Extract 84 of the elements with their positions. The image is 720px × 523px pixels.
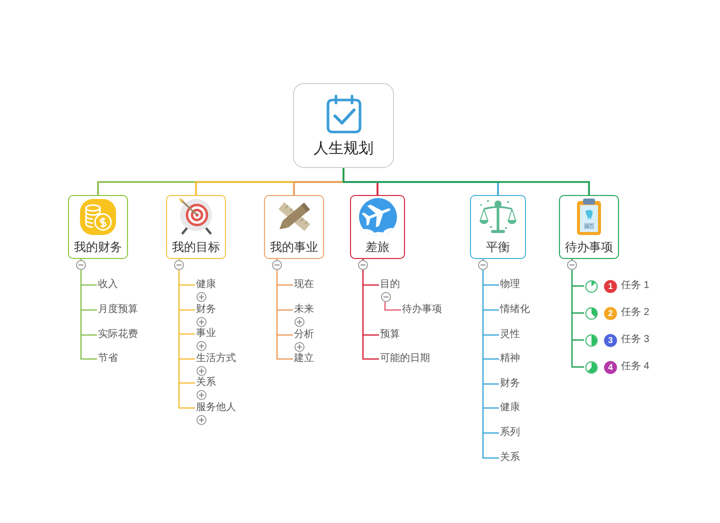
- subtopic-label: 健康: [500, 401, 520, 415]
- connector-line: [276, 358, 293, 360]
- connector-line: [178, 407, 195, 409]
- subtopic-label: 月度预算: [98, 303, 138, 317]
- subtopic-label: 实际花费: [98, 328, 138, 342]
- subtopic-label: 建立: [294, 352, 314, 366]
- connector-line: [482, 432, 499, 434]
- connector-line: [482, 334, 499, 336]
- subtopic-label: 待办事项: [402, 303, 442, 317]
- subtopic-label: 健康: [196, 278, 216, 292]
- connector-line: [571, 312, 584, 314]
- subtopic-label: 精神: [500, 352, 520, 366]
- connector-line: [276, 334, 293, 336]
- topic-box: [166, 195, 226, 259]
- connector-line: [482, 358, 499, 360]
- task-label: 任务 1: [621, 279, 650, 293]
- connector-line: [80, 358, 97, 360]
- subtopic-label: 分析: [294, 328, 314, 342]
- topic-title: 平衡: [486, 239, 510, 255]
- connector-line: [571, 339, 584, 341]
- connector-line: [178, 284, 195, 286]
- connector-line: [482, 284, 499, 286]
- connector-line: [80, 309, 97, 311]
- topic-box: [264, 195, 324, 259]
- connector-line: [482, 407, 499, 409]
- subtopic-label: 系列: [500, 426, 520, 440]
- subtopic-label: 灵性: [500, 328, 520, 342]
- central-topic-title: 人生规划: [314, 139, 374, 159]
- connector-line: [571, 259, 573, 367]
- topic-box: [470, 195, 526, 259]
- connector-line: [362, 284, 379, 286]
- connector-line: [178, 358, 195, 360]
- subtopic-label: 预算: [380, 328, 400, 342]
- subtopic-label: 事业: [196, 327, 216, 341]
- priority-badge: 4: [604, 360, 617, 374]
- subtopic-label: 财务: [196, 303, 216, 317]
- subtopic-label: 现在: [294, 278, 314, 292]
- task-label: 任务 3: [621, 333, 650, 347]
- topic-title: 我的目标: [172, 239, 220, 255]
- subtopic-label: 情绪化: [500, 303, 530, 317]
- task-label: 任务 2: [621, 306, 650, 320]
- connector-line: [482, 259, 484, 458]
- connector-line: [482, 383, 499, 385]
- connector-line: [178, 259, 180, 408]
- topic-title: 差旅: [366, 239, 390, 255]
- subtopic-label: 关系: [196, 376, 216, 390]
- task-label: 任务 4: [621, 360, 650, 374]
- subtopic-label: 节省: [98, 352, 118, 366]
- connector-line: [178, 382, 195, 384]
- topic-title: 我的事业: [270, 239, 318, 255]
- connector-line: [482, 309, 499, 311]
- priority-badge: 3: [604, 334, 617, 346]
- topic-title: 我的财务: [74, 239, 122, 255]
- topic-title: 待办事项: [565, 239, 613, 255]
- connector-line: [571, 366, 584, 368]
- topic-box: [350, 195, 405, 259]
- connector-line: [80, 334, 97, 336]
- connector-line: [80, 284, 97, 286]
- subtopic-label: 财务: [500, 377, 520, 391]
- connector-line: [276, 284, 293, 286]
- priority-badge: 2: [604, 306, 617, 320]
- connector-line: [80, 259, 82, 359]
- subtopic-label: 可能的日期: [380, 352, 430, 366]
- connector-line: [571, 285, 584, 287]
- central-topic-box: [293, 83, 394, 168]
- connector-line: [362, 334, 379, 336]
- topic-box: [559, 195, 619, 259]
- connector-line: [276, 259, 278, 359]
- connector-line: [178, 333, 195, 335]
- subtopic-label: 服务他人: [196, 401, 236, 415]
- connector-line: [362, 358, 379, 360]
- topic-box: [68, 195, 128, 259]
- subtopic-label: 收入: [98, 278, 118, 292]
- subtopic-label: 目的: [380, 278, 400, 292]
- subtopic-label: 未来: [294, 303, 314, 317]
- priority-badge: 1: [604, 280, 617, 292]
- subtopic-label: 生活方式: [196, 352, 236, 366]
- connector-line: [178, 309, 195, 311]
- connector-line: [362, 259, 364, 359]
- connector-line: [276, 309, 293, 311]
- connector-line: [482, 457, 499, 459]
- subtopic-label: 关系: [500, 451, 520, 465]
- connector-line: [384, 302, 401, 311]
- subtopic-label: 物理: [500, 278, 520, 292]
